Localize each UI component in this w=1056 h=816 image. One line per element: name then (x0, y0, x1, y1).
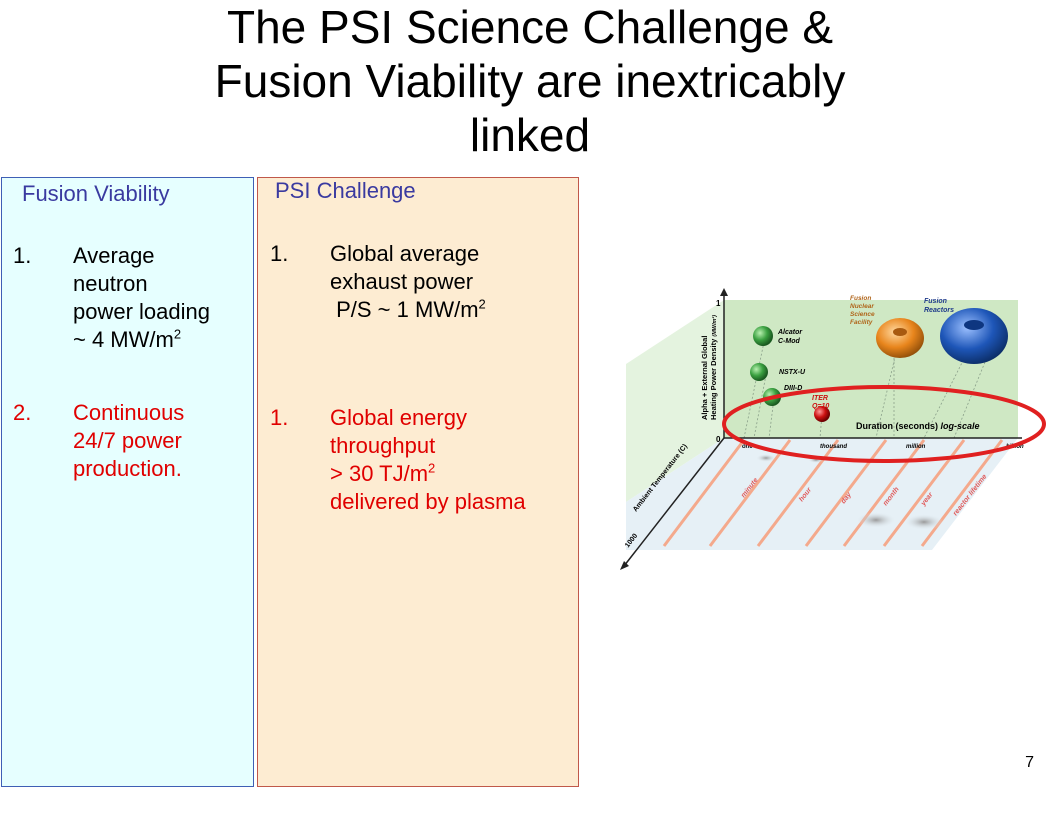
svg-text:Fusion: Fusion (850, 295, 871, 302)
item-line: throughput (330, 433, 436, 458)
item-line: > 30 TJ/m2 (330, 460, 436, 486)
nstx-sphere (750, 363, 768, 381)
fnsf-torus-hole (893, 328, 907, 336)
page-number: 7 (1025, 754, 1034, 771)
nstx-label: NSTX-U (779, 369, 806, 376)
svg-text:Science: Science (850, 311, 875, 318)
iter-label: Q=10 (812, 403, 829, 410)
item-line: neutron (73, 271, 148, 296)
highlight-ellipse (722, 385, 1046, 463)
reactor-torus-hole (964, 320, 984, 330)
item-number: 1. (13, 243, 32, 268)
item-line: Average (73, 243, 155, 268)
item-number: 2. (13, 400, 32, 425)
x-tick: million (906, 444, 926, 450)
svg-text:Nuclear: Nuclear (850, 303, 874, 310)
x-tick: thousand (820, 444, 847, 450)
alcator-label: Alcator (777, 329, 803, 336)
x-axis-label: Duration (seconds) log-scale (856, 421, 980, 431)
slide-title: The PSI Science Challenge & Fusion Viabi… (60, 0, 1000, 162)
y-tick-top: 1 (716, 299, 721, 308)
title-line-3: linked (469, 109, 591, 161)
item-text: Average neutron power loading ~ 4 MW/m2 (73, 242, 253, 354)
item-text: Global energy throughput > 30 TJ/m2 deli… (330, 404, 570, 516)
item-text: Global average exhaust power P/S ~ 1 MW/… (330, 240, 570, 324)
item-line: delivered by plasma (330, 489, 526, 514)
y-tick-bottom: 0 (716, 435, 721, 444)
iter-label: ITER (812, 395, 828, 402)
shadow (856, 512, 896, 528)
reactor-torus (940, 308, 1008, 364)
psi-challenge-panel: PSI Challenge 1. Global average exhaust … (257, 177, 579, 787)
side-plane (626, 300, 724, 502)
item-line: ~ 4 MW/m2 (73, 326, 182, 352)
axes (623, 294, 1022, 567)
superscript: 2 (478, 296, 486, 312)
roadmap-graphic: 1 0 Alpha + External Global Heating Powe… (620, 288, 1046, 570)
item-line: P/S ~ 1 MW/m2 (330, 296, 486, 322)
item-number: 1. (270, 241, 289, 266)
fusion-roadmap-figure: 1 0 Alpha + External Global Heating Powe… (594, 280, 1056, 580)
title-line-1: The PSI Science Challenge & (226, 1, 834, 53)
fnsf-label: Fusion Nuclear Science Facility (850, 295, 875, 326)
fnsf-torus (876, 318, 924, 358)
reactor-label: Reactors (924, 307, 954, 314)
item-line: production. (73, 456, 182, 481)
shadow (904, 514, 944, 530)
psi-challenge-heading: PSI Challenge (275, 178, 416, 203)
reactor-label: Fusion (924, 298, 947, 305)
svg-text:Facility: Facility (850, 319, 873, 326)
item-line: Continuous (73, 400, 185, 425)
z-axis-arrow (620, 561, 629, 570)
y-axis-label-2: Heating Power Density (MW/m²) (709, 315, 718, 420)
iter-sphere (814, 406, 830, 422)
item-line: power loading (73, 299, 210, 324)
x-tick: one (742, 444, 753, 450)
item-number: 1. (270, 405, 289, 430)
alcator-sphere (753, 326, 773, 346)
alcator-label: C-Mod (778, 338, 800, 345)
item-line: 24/7 power (73, 428, 182, 453)
fusion-viability-heading: Fusion Viability (22, 181, 170, 206)
shadow (756, 454, 776, 462)
item-line: Global average (330, 241, 480, 266)
item-line: exhaust power (330, 269, 474, 294)
superscript: 2 (173, 326, 182, 342)
diii-label: DIII-D (784, 385, 802, 392)
title-line-2: Fusion Viability are inextricably (214, 55, 846, 107)
item-line: Global energy (330, 405, 467, 430)
item-text: Continuous 24/7 power production. (73, 399, 253, 483)
y-axis-arrow (720, 288, 728, 296)
y-axis-label-1: Alpha + External Global (700, 336, 709, 420)
fusion-viability-panel: Fusion Viability 1. Average neutron powe… (1, 177, 254, 787)
superscript: 2 (428, 460, 436, 476)
